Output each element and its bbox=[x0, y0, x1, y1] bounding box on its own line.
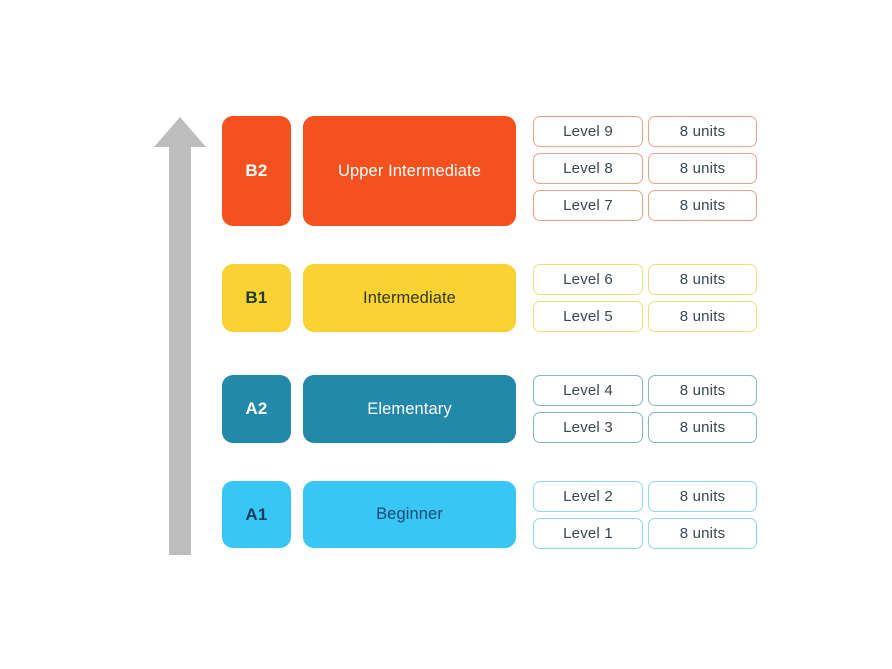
tier-code-badge-b1[interactable]: B1 bbox=[222, 264, 291, 332]
level-chip[interactable]: Level 8 bbox=[533, 153, 643, 184]
units-chip[interactable]: 8 units bbox=[648, 518, 757, 549]
level-chip[interactable]: Level 5 bbox=[533, 301, 643, 332]
level-chip[interactable]: Level 7 bbox=[533, 190, 643, 221]
tier-code-badge-b2[interactable]: B2 bbox=[222, 116, 291, 226]
tier-description-a1[interactable]: Beginner bbox=[303, 481, 516, 548]
level-chip[interactable]: Level 6 bbox=[533, 264, 643, 295]
units-chip[interactable]: 8 units bbox=[648, 190, 757, 221]
units-chip[interactable]: 8 units bbox=[648, 412, 757, 443]
level-chip[interactable]: Level 9 bbox=[533, 116, 643, 147]
tier-code-badge-a2[interactable]: A2 bbox=[222, 375, 291, 443]
level-chip[interactable]: Level 2 bbox=[533, 481, 643, 512]
level-chip[interactable]: Level 4 bbox=[533, 375, 643, 406]
tier-code-badge-a1[interactable]: A1 bbox=[222, 481, 291, 548]
units-chip[interactable]: 8 units bbox=[648, 375, 757, 406]
units-chip[interactable]: 8 units bbox=[648, 481, 757, 512]
units-chip[interactable]: 8 units bbox=[648, 116, 757, 147]
units-chip[interactable]: 8 units bbox=[648, 301, 757, 332]
tier-description-b2[interactable]: Upper Intermediate bbox=[303, 116, 516, 226]
level-chip[interactable]: Level 1 bbox=[533, 518, 643, 549]
progression-arrow-icon bbox=[153, 115, 207, 557]
level-chip[interactable]: Level 3 bbox=[533, 412, 643, 443]
tier-description-b1[interactable]: Intermediate bbox=[303, 264, 516, 332]
units-chip[interactable]: 8 units bbox=[648, 153, 757, 184]
units-chip[interactable]: 8 units bbox=[648, 264, 757, 295]
tier-description-a2[interactable]: Elementary bbox=[303, 375, 516, 443]
